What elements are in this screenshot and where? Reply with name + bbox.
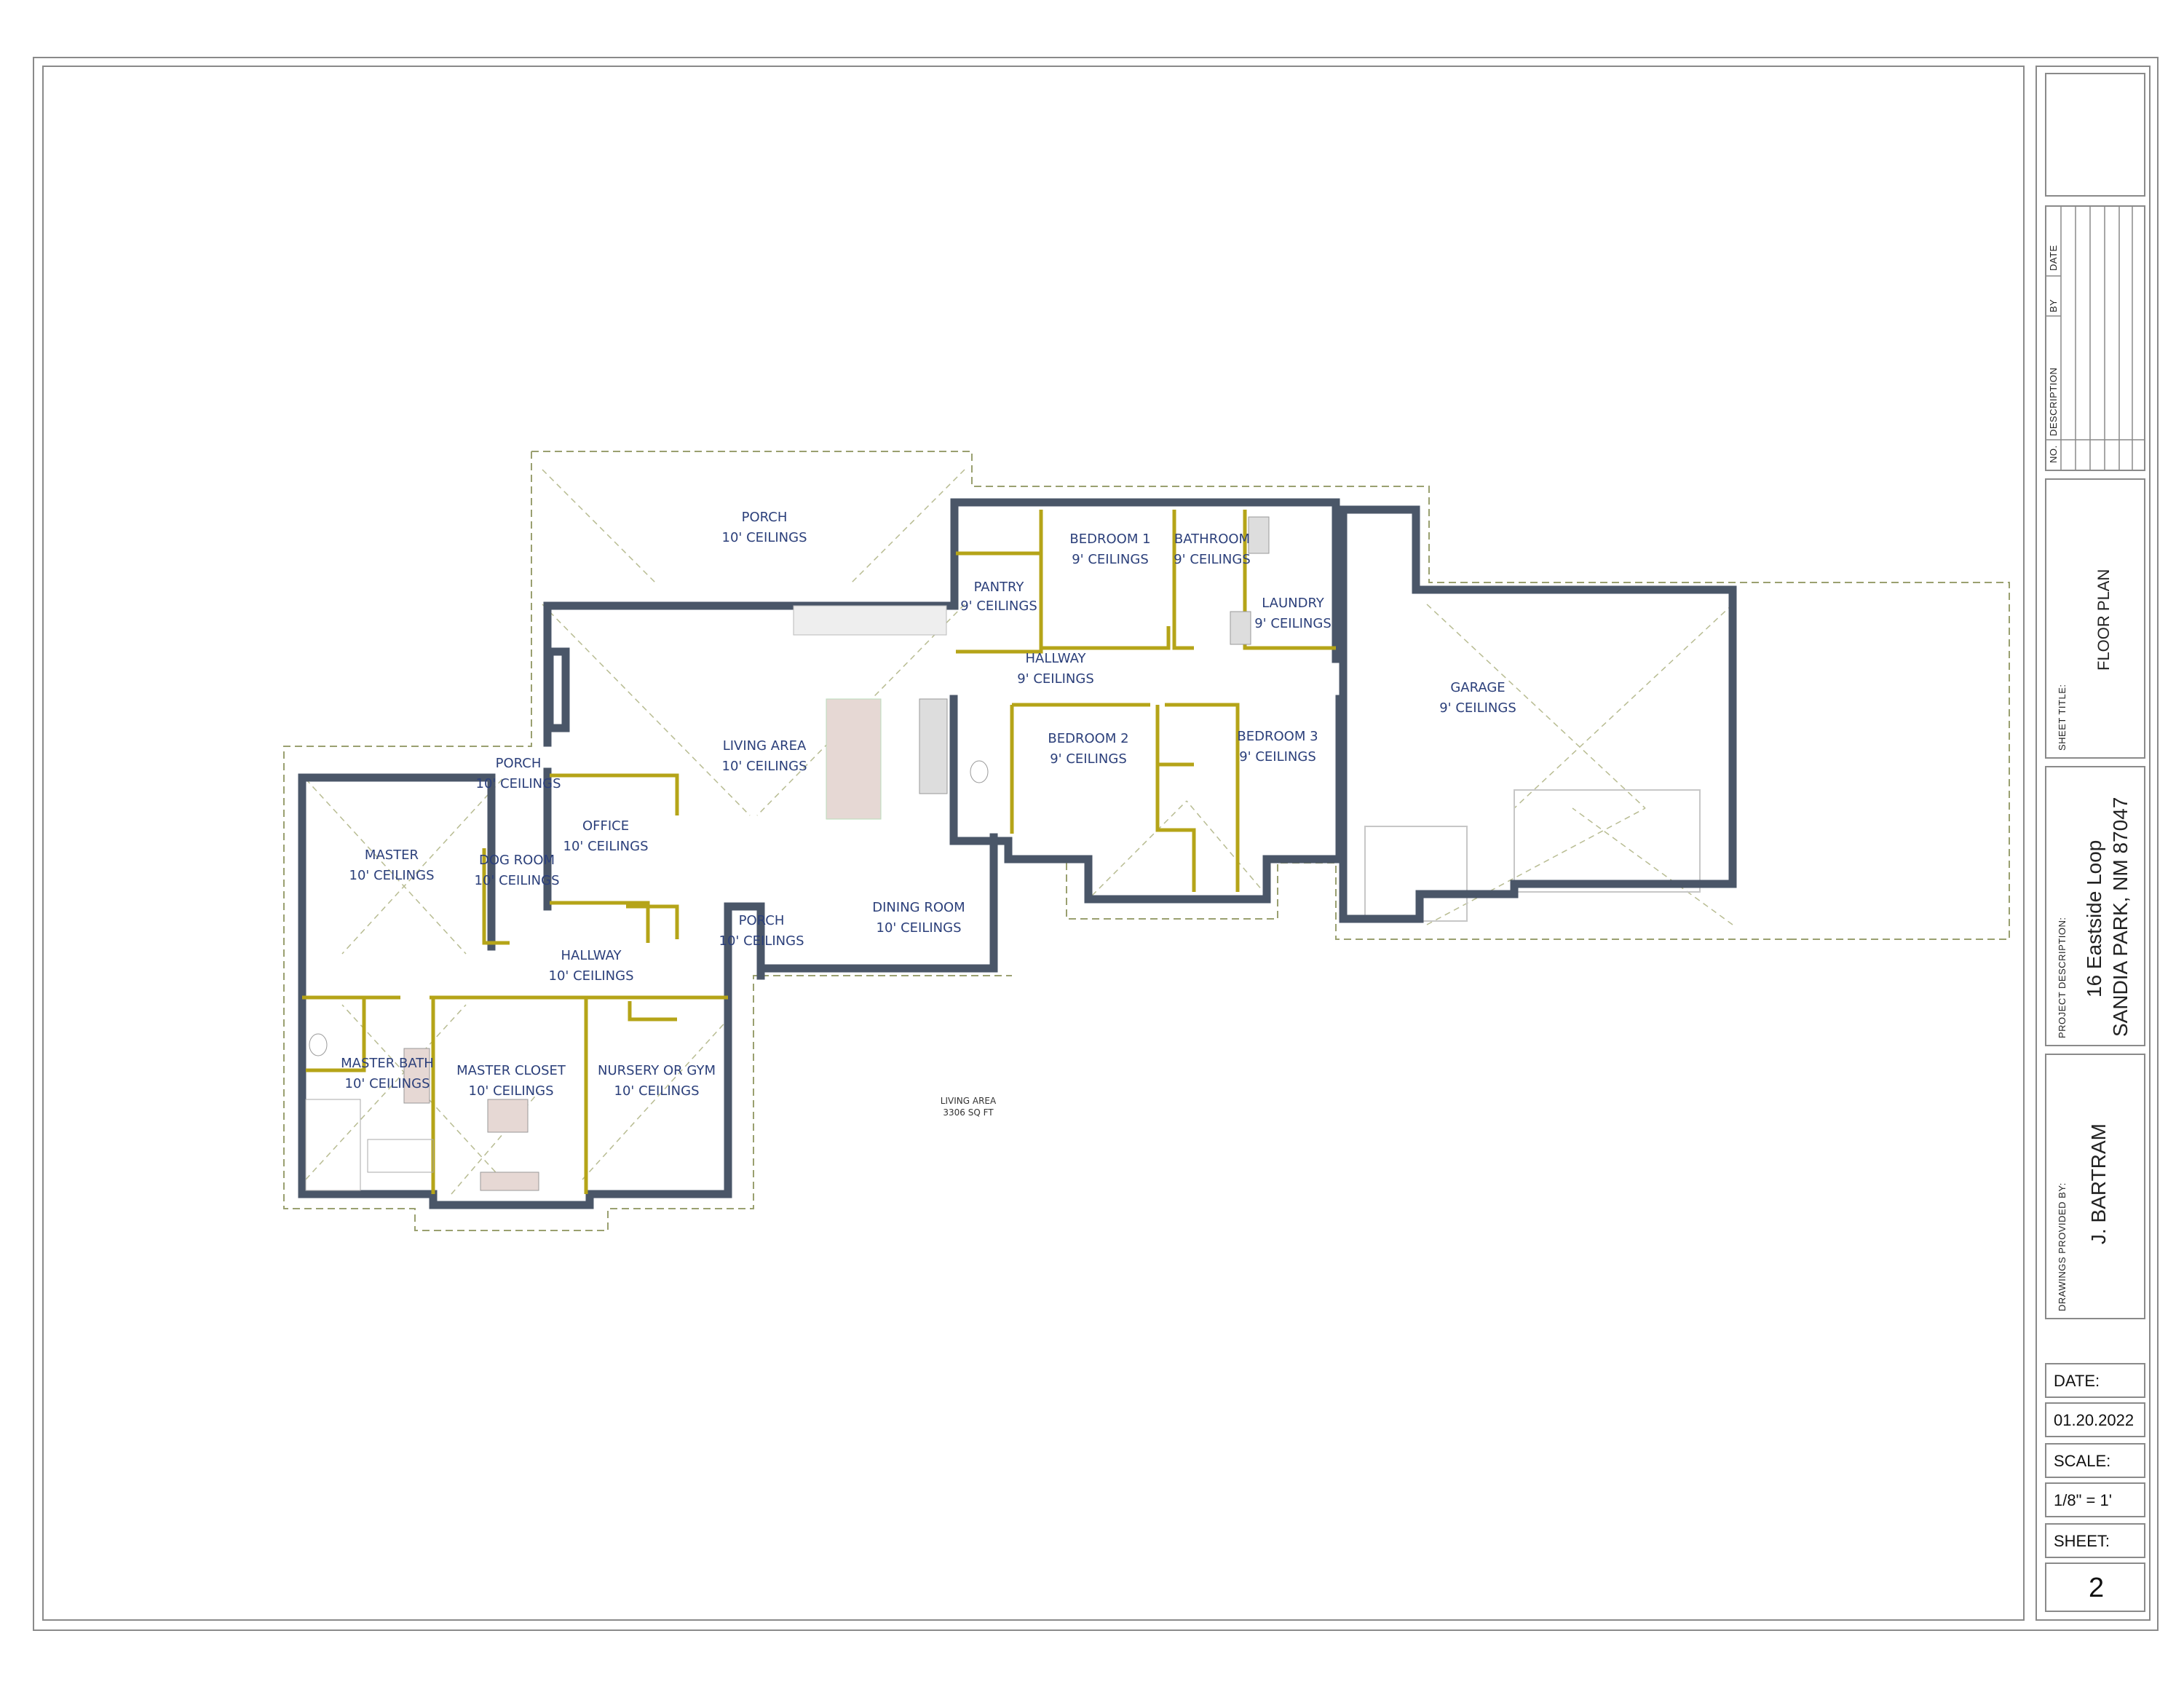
room-bedroom2-ceiling: 9' CEILINGS [1050,751,1127,767]
room-porch-south-ceiling: 10' CEILINGS [719,933,804,949]
sheet-number: 2 [2089,1573,2105,1603]
sheet-outer-border [33,57,2159,1631]
room-porch-north-ceiling: 10' CEILINGS [722,530,807,545]
room-porch-west-ceiling: 10' CEILINGS [476,776,561,791]
sheet-number-cell: 2 [2045,1562,2145,1612]
room-bathroom-name: BATHROOM [1174,532,1250,547]
drawings-by-name: J. BARTRAM [2087,1123,2110,1244]
scale-label: SCALE: [2054,1452,2111,1470]
room-garage-ceiling: 9' CEILINGS [1439,700,1516,716]
revision-grid [2046,207,2144,470]
room-bedroom2-name: BEDROOM 2 [1048,731,1128,746]
revision-table: NO. DESCRIPTION BY DATE [2045,205,2145,471]
area-summary-label: LIVING AREA [941,1096,997,1106]
room-master-ceiling: 10' CEILINGS [349,868,435,883]
date-value: 01.20.2022 [2054,1411,2134,1429]
sheet-label-cell: SHEET: [2045,1523,2145,1558]
project-description-box: PROJECT DESCRIPTION: 16 Eastside Loop SA… [2045,766,2145,1046]
room-dining-ceiling: 10' CEILINGS [877,920,962,936]
room-bedroom1-name: BEDROOM 1 [1069,532,1150,547]
room-office-name: OFFICE [582,818,629,834]
room-laundry-name: LAUNDRY [1262,596,1325,611]
room-living-ceiling: 10' CEILINGS [722,759,807,774]
project-description-label: PROJECT DESCRIPTION: [2057,917,2068,1038]
room-hallway-south-name: HALLWAY [561,948,622,963]
revision-header-no: NO. [2048,445,2059,463]
revision-header-by: BY [2048,299,2059,312]
room-nursery-name: NURSERY OR GYM [598,1063,716,1078]
garage-car-outlines [1364,789,1701,922]
date-label-cell: DATE: [2045,1363,2145,1398]
sheet-title: FLOOR PLAN [2094,569,2113,671]
scale-label-cell: SCALE: [2045,1443,2145,1478]
sheet-label: SHEET: [2054,1532,2110,1550]
room-masterbath-ceiling: 10' CEILINGS [345,1076,430,1091]
room-hallway-north-name: HALLWAY [1026,651,1087,666]
room-master-name: MASTER [365,848,419,863]
room-masterbath-name: MASTER BATH [341,1056,434,1071]
room-living-name: LIVING AREA [723,738,807,754]
room-bedroom1-ceiling: 9' CEILINGS [1072,552,1149,567]
room-nursery-ceiling: 10' CEILINGS [614,1083,700,1099]
room-pantry-name: PANTRY [974,580,1025,595]
date-label: DATE: [2054,1372,2100,1390]
scale-value-cell: 1/8" = 1' [2045,1482,2145,1517]
fixtures [305,516,1270,1191]
drawing-area-border [42,66,2025,1621]
title-block-logo-box [2045,73,2145,197]
room-bathroom-ceiling: 9' CEILINGS [1174,552,1251,567]
project-address-line2: SANDIA PARK, NM 87047 [2109,797,2132,1037]
room-pantry-ceiling: 9' CEILINGS [960,598,1037,614]
room-bedroom3-ceiling: 9' CEILINGS [1239,749,1316,765]
room-garage-name: GARAGE [1450,680,1505,695]
room-mastercloset-ceiling: 10' CEILINGS [469,1083,554,1099]
room-porch-north-name: PORCH [742,510,788,525]
area-summary-value: 3306 SQ FT [943,1107,994,1118]
drawings-by-box: DRAWINGS PROVIDED BY: J. BARTRAM [2045,1054,2145,1319]
drawings-by-label: DRAWINGS PROVIDED BY: [2057,1182,2068,1311]
room-mastercloset-name: MASTER CLOSET [456,1063,566,1078]
room-laundry-ceiling: 9' CEILINGS [1254,616,1332,631]
floor-plan: PORCH 10' CEILINGS BEDROOM 1 9' CEILINGS… [283,451,2010,1231]
title-block: NO. DESCRIPTION BY DATE SHEET TITLE: FLO… [2035,66,2151,1621]
date-value-cell: 01.20.2022 [2045,1402,2145,1437]
room-dogroom-ceiling: 10' CEILINGS [475,873,560,888]
revision-header-description: DESCRIPTION [2048,367,2059,436]
room-porch-west-name: PORCH [496,756,542,771]
room-office-ceiling: 10' CEILINGS [563,839,649,854]
sheet-title-label: SHEET TITLE: [2057,684,2068,751]
room-dining-name: DINING ROOM [872,900,965,915]
room-dogroom-name: DOG ROOM [479,853,555,868]
roof-outline [283,451,2010,1231]
room-porch-south-name: PORCH [739,913,785,928]
project-address-line1: 16 Eastside Loop [2083,839,2105,997]
revision-header-date: DATE [2048,245,2059,271]
scale-value: 1/8" = 1' [2054,1491,2112,1509]
room-hallway-south-ceiling: 10' CEILINGS [549,968,634,984]
room-hallway-north-ceiling: 9' CEILINGS [1017,671,1094,687]
interior-walls [302,510,1336,1194]
room-bedroom3-name: BEDROOM 3 [1237,729,1318,744]
sheet-title-box: SHEET TITLE: FLOOR PLAN [2045,478,2145,759]
